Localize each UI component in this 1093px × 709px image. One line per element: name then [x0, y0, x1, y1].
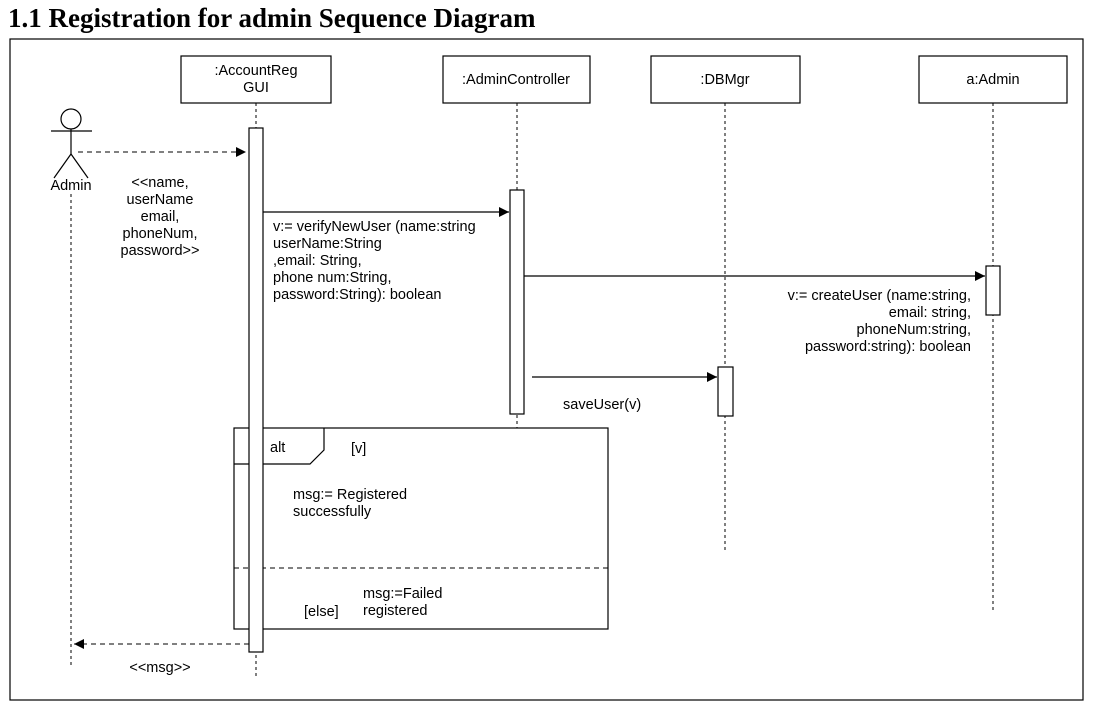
alt-operator-label: alt	[270, 440, 285, 456]
admin-actor	[51, 108, 92, 179]
text-line: saveUser(v)	[563, 397, 641, 413]
text-line: userName:String	[273, 236, 382, 252]
text-line: successfully	[293, 504, 372, 520]
lifeline-admin-box: a:Admin	[918, 55, 1068, 104]
lifeline-controller-label: :AdminController	[462, 72, 570, 88]
text-line: :DBMgr	[700, 72, 749, 88]
alt-guard-v: [v]	[351, 441, 366, 457]
text-line: <<name,	[131, 175, 188, 191]
lifeline-admin-label: a:Admin	[966, 72, 1019, 88]
controller-activation	[509, 189, 525, 415]
text-line: password:String): boolean	[273, 287, 441, 303]
gui-activation	[248, 127, 264, 653]
text-line: msg:=Failed	[363, 586, 442, 602]
text-line: phone num:String,	[273, 270, 392, 286]
lifeline-dbmgr-label: :DBMgr	[700, 72, 749, 88]
text-line: <<msg>>	[129, 660, 190, 676]
text-line: msg:= Registered	[293, 487, 407, 503]
dbmgr-activation	[717, 366, 734, 417]
create-message-label: v:= createUser (name:string,email: strin…	[788, 288, 971, 355]
text-line: a:Admin	[966, 72, 1019, 88]
text-line: registered	[363, 603, 427, 619]
text-line: password>>	[121, 243, 200, 259]
lifeline-controller-box: :AdminController	[442, 55, 591, 104]
text-line: v:= createUser (name:string,	[788, 288, 971, 304]
actor-label: Admin	[50, 178, 91, 194]
diagram-frame	[9, 38, 1084, 701]
page-title: 1.1 Registration for admin Sequence Diag…	[8, 3, 536, 33]
text-line: :AccountReg	[214, 63, 297, 79]
reply-message-label: <<msg>>	[129, 660, 190, 676]
text-line: userName	[127, 192, 194, 208]
text-line: email,	[141, 209, 180, 225]
admin-object-activation	[985, 265, 1001, 316]
text-line: GUI	[243, 80, 269, 96]
text-line: phoneNum:string,	[857, 322, 971, 338]
save-message-label: saveUser(v)	[563, 397, 641, 413]
text-line: v:= verifyNewUser (name:string	[273, 219, 476, 235]
alt-fragment	[233, 427, 609, 630]
text-line: email: string,	[889, 305, 971, 321]
text-line: :AdminController	[462, 72, 570, 88]
text-line: phoneNum,	[123, 226, 198, 242]
text-line: password:string): boolean	[805, 339, 971, 355]
alt-guard-else: [else]	[304, 604, 339, 620]
lifeline-dbmgr-box: :DBMgr	[650, 55, 801, 104]
text-line: ,email: String,	[273, 253, 362, 269]
